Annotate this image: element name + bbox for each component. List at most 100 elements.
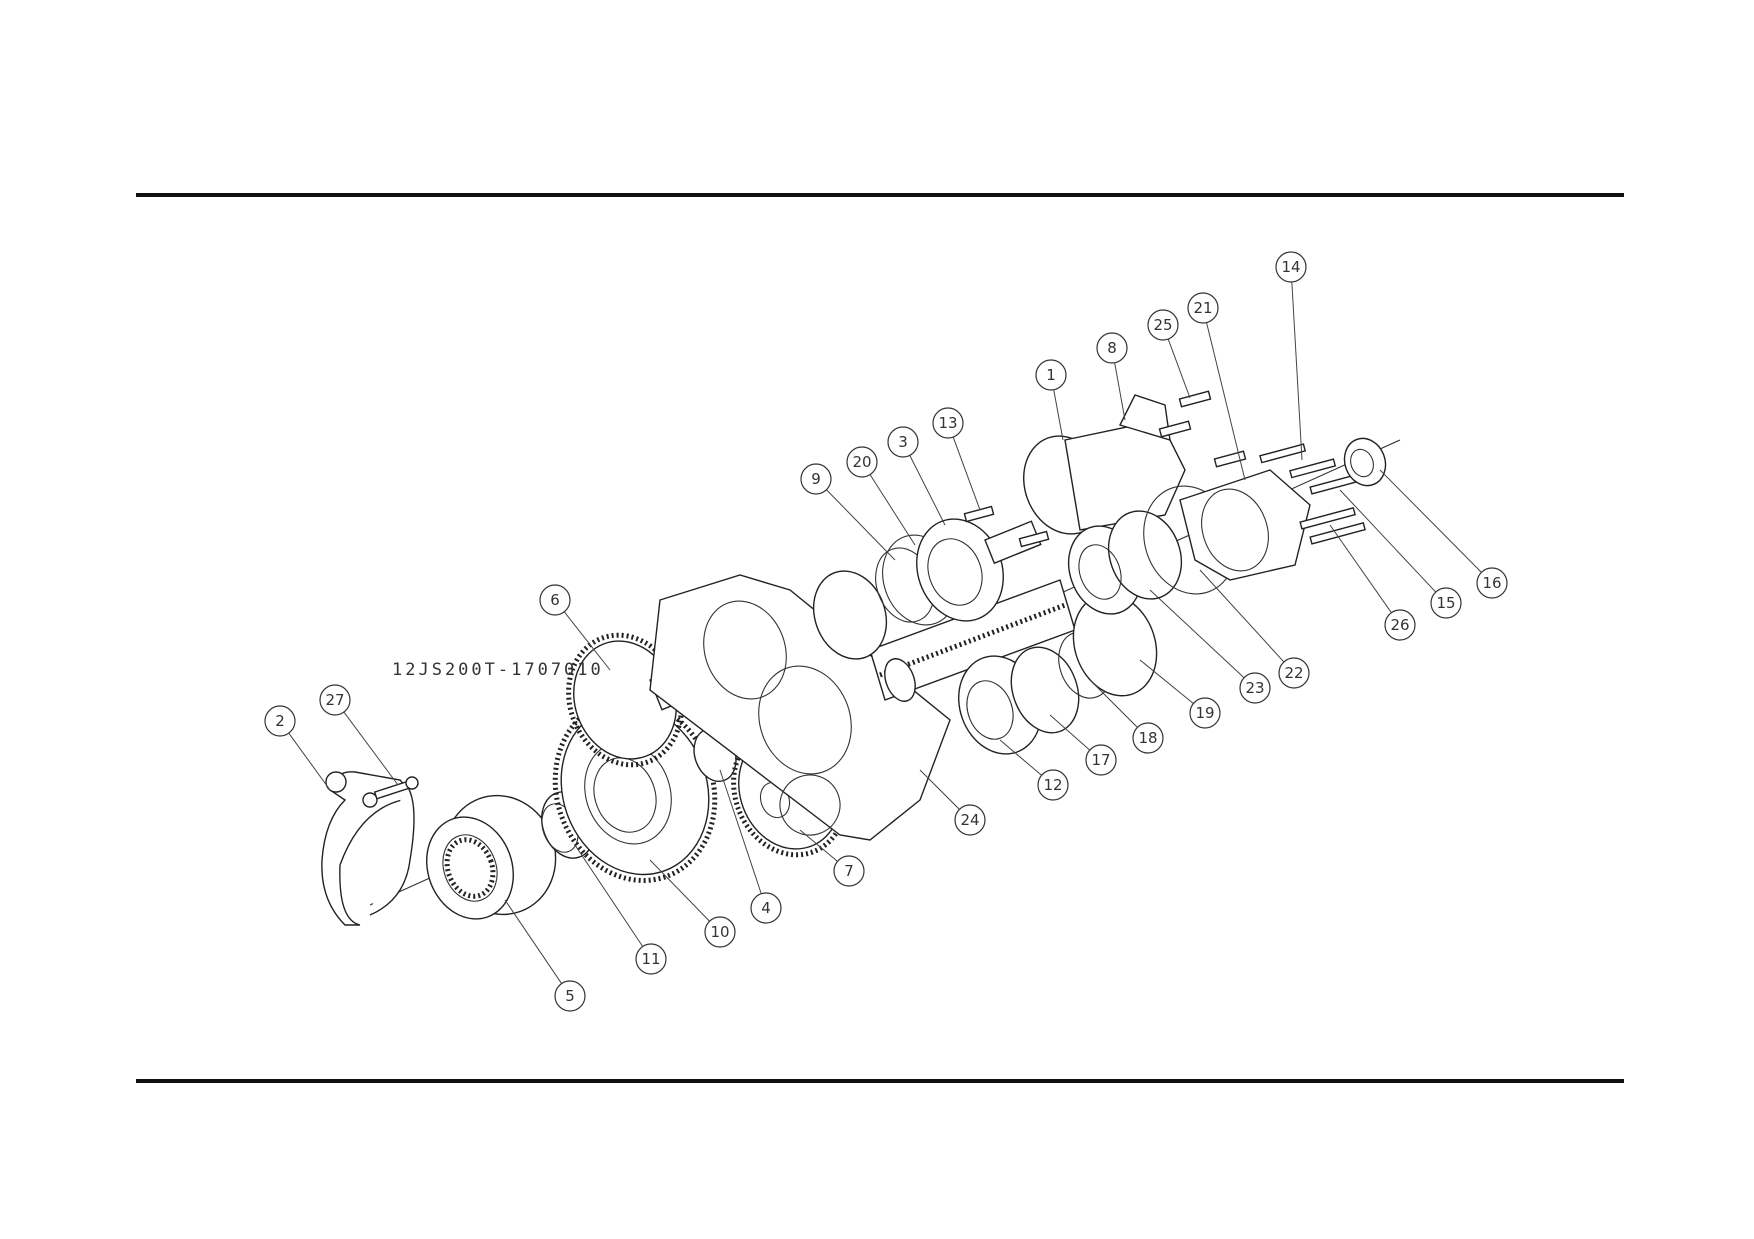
leader-line-17 (1049, 714, 1091, 751)
callout-circle (1384, 609, 1416, 641)
callout-6: 6 (539, 584, 571, 616)
callout-circle (932, 407, 964, 439)
leader-line-6 (563, 611, 611, 671)
callout-label: 21 (1193, 299, 1212, 317)
leader-lines (288, 281, 1482, 984)
leader-line-1 (1053, 389, 1064, 441)
leader-line-23 (1149, 589, 1245, 679)
leader-line-14 (1291, 281, 1303, 461)
callout-label: 19 (1195, 704, 1214, 722)
callout-circle (264, 705, 296, 737)
callout-label: 13 (938, 414, 957, 432)
clutch-hub (426, 794, 557, 920)
leader-line-21 (1206, 322, 1246, 481)
leader-line-15 (1339, 489, 1437, 593)
leader-line-5 (504, 899, 563, 984)
callout-3: 3 (887, 426, 919, 458)
bottom-border-rule (136, 1079, 1624, 1083)
callout-25: 25 (1147, 309, 1179, 341)
callout-circle (954, 804, 986, 836)
leader-line-25 (1167, 338, 1191, 399)
callout-label: 7 (844, 862, 854, 880)
callout-14: 14 (1275, 251, 1307, 283)
drawing-part-number: 12JS200T-1707010 (392, 660, 604, 680)
callout-label: 26 (1390, 616, 1409, 634)
bolt-housing-3 (1213, 450, 1247, 468)
callout-5: 5 (554, 980, 586, 1012)
long-bolt-2 (1289, 458, 1337, 479)
callout-label: 11 (641, 950, 660, 968)
callout-label: 23 (1245, 679, 1264, 697)
leader-line-4 (719, 769, 762, 894)
callout-circle (1275, 251, 1307, 283)
callout-27: 27 (319, 684, 351, 716)
callout-circle (704, 916, 736, 948)
callout-1: 1 (1035, 359, 1067, 391)
callout-label: 25 (1153, 316, 1172, 334)
callout-label: 14 (1281, 258, 1300, 276)
leader-line-19 (1139, 659, 1194, 704)
bearing-rear-lower (1067, 510, 1183, 615)
leader-line-20 (869, 474, 916, 546)
callout-11: 11 (635, 943, 667, 975)
callout-circle (1239, 672, 1271, 704)
callout-label: 27 (325, 691, 344, 709)
leader-line-18 (1089, 679, 1138, 728)
callout-label: 12 (1043, 776, 1062, 794)
long-bolt-1 (1259, 443, 1307, 464)
callout-10: 10 (704, 916, 736, 948)
end-housing (1179, 469, 1311, 581)
leader-line-11 (574, 844, 644, 947)
callout-circle (1430, 587, 1462, 619)
callout-circle (1189, 697, 1221, 729)
bolt-housing-2 (1158, 420, 1192, 438)
callout-label: 15 (1436, 594, 1455, 612)
bearing-cover-upper (916, 518, 1042, 622)
callout-label: 3 (898, 433, 908, 451)
fork-pin (373, 776, 419, 800)
top-border-rule (136, 193, 1624, 197)
bolt-upper-2 (1018, 530, 1050, 548)
leader-line-13 (952, 436, 981, 511)
callout-22: 22 (1278, 657, 1310, 689)
output-housing (1023, 394, 1186, 535)
leader-line-9 (826, 489, 896, 561)
callout-24: 24 (954, 804, 986, 836)
callout-15: 15 (1430, 587, 1462, 619)
callout-7: 7 (833, 855, 865, 887)
callout-circle (846, 446, 878, 478)
callout-label: 6 (550, 591, 560, 609)
callout-label: 8 (1107, 339, 1117, 357)
leader-line-10 (649, 859, 710, 922)
callout-label: 1 (1046, 366, 1056, 384)
callout-circle (319, 684, 351, 716)
callout-17: 17 (1085, 744, 1117, 776)
leader-line-8 (1114, 362, 1126, 421)
leader-line-12 (999, 739, 1042, 776)
leader-line-22 (1199, 569, 1285, 663)
leader-line-3 (909, 455, 946, 526)
callout-label: 20 (852, 453, 871, 471)
callout-13: 13 (932, 407, 964, 439)
leader-line-24 (919, 769, 960, 810)
leader-line-27 (343, 711, 399, 786)
callout-21: 21 (1187, 292, 1219, 324)
leader-line-2 (288, 732, 331, 791)
callout-23: 23 (1239, 672, 1271, 704)
callout-label: 5 (565, 987, 575, 1005)
callout-circle (1476, 567, 1508, 599)
callout-label: 22 (1284, 664, 1303, 682)
oil-seal (1343, 437, 1387, 487)
bearing-lower (958, 646, 1080, 755)
callout-circle (1085, 744, 1117, 776)
callout-circle (1035, 359, 1067, 391)
callout-circle (539, 584, 571, 616)
callout-label: 17 (1091, 751, 1110, 769)
long-bolt-5 (1309, 521, 1366, 545)
bolt-housing-1 (1178, 390, 1212, 408)
callout-label: 18 (1138, 729, 1157, 747)
callout-circle (887, 426, 919, 458)
callout-circle (1132, 722, 1164, 754)
